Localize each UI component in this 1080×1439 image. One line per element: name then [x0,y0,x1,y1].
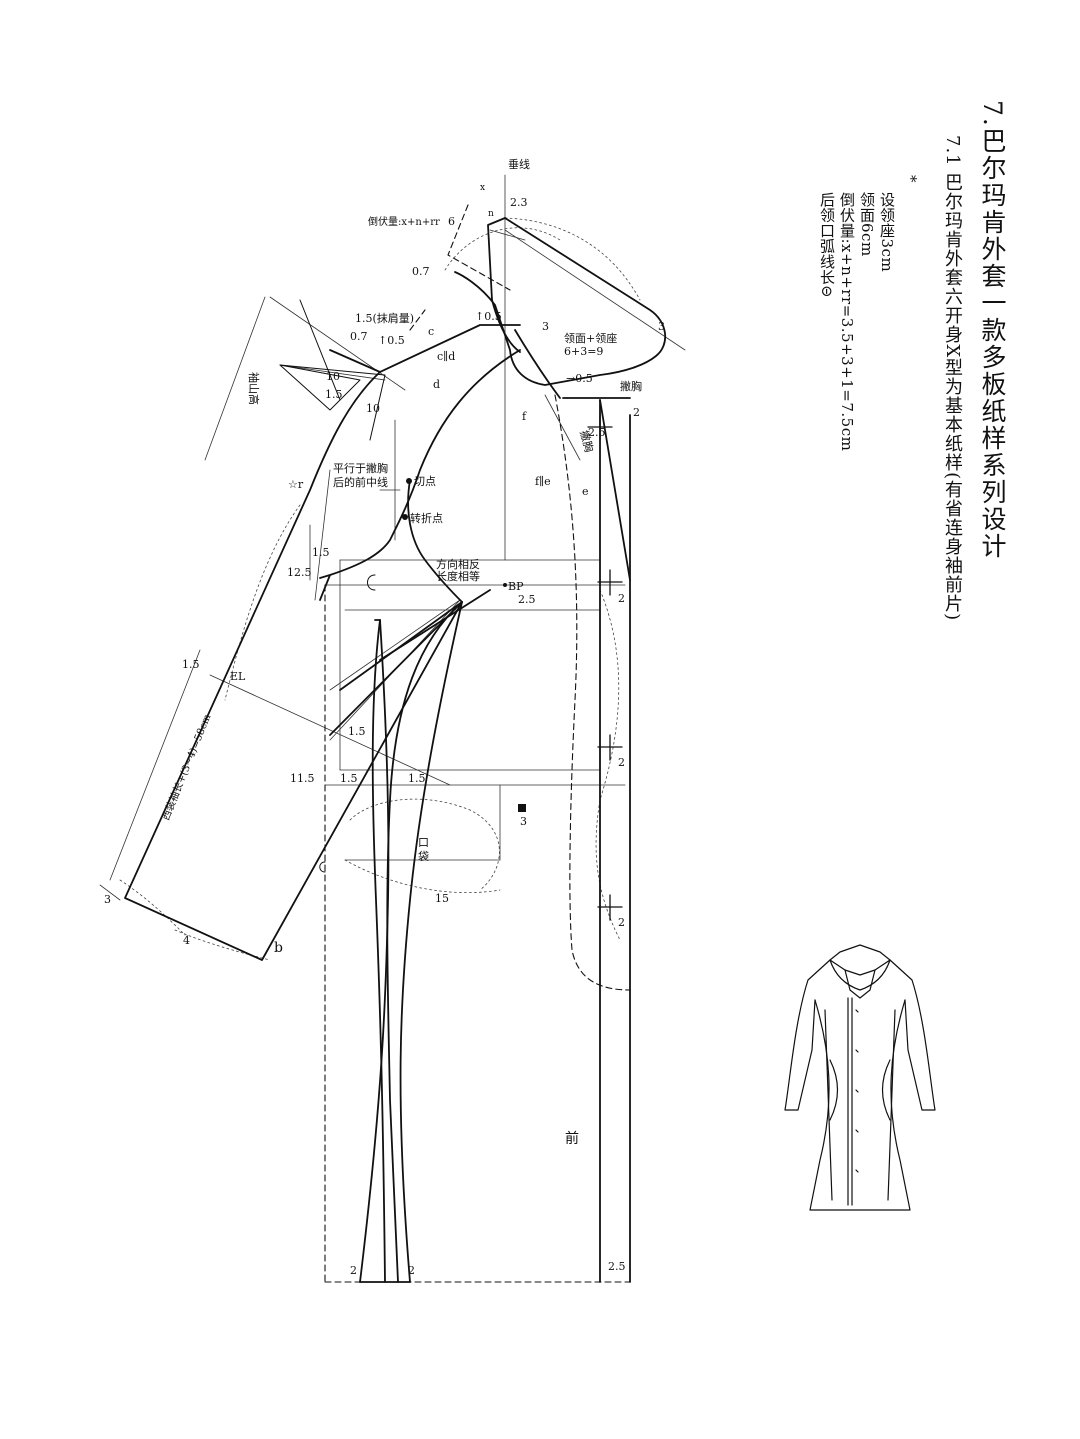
label-e: e [582,485,589,498]
label-3d: 3 [104,893,111,906]
label-b: b [274,940,283,956]
label-x: x [480,183,485,193]
note-star: * [902,175,920,183]
construction-lines [99,174,686,901]
points [402,478,526,812]
note-collar-fall: 领面6cm [858,192,876,257]
label-equal-length: 长度相等 [436,569,480,583]
label-10a: 10 [326,370,340,383]
label-0-5b: ↑0.5 [475,310,502,323]
label-1-5a: 1.5 [325,388,343,401]
label-2f: 2 [408,1264,415,1277]
label-el: EL [230,670,246,683]
label-f-par-e: f∥e [535,475,551,488]
label-dart: 撇胸 [577,429,596,454]
label-star-r: ☆r [288,478,304,491]
dotted-lines [119,217,641,961]
label-6: 6 [448,215,455,228]
label-10b: 10 [366,402,380,415]
label-1-5d: 1.5 [348,725,366,738]
label-pocket-1: 口 [418,836,429,849]
label-0-7b: 0.7 [350,330,368,343]
label-3b: 3 [658,320,665,333]
label-2d: 2 [618,916,625,929]
label-vertical-line: 垂线 [508,157,530,171]
coat-sketch [784,944,936,1211]
label-fall-amount: 倒伏量:x+n+rr [368,215,440,228]
label-bp: BP [508,580,524,593]
label-2-3: 2.3 [510,196,528,209]
label-parallel-line-2: 后的前中线 [333,475,388,489]
hook-marks [319,574,376,873]
label-parallel-line: 平行于撇胸 [333,461,388,475]
label-c: c [428,325,434,338]
label-15: 15 [435,892,449,905]
label-2a: 2 [633,406,640,419]
main-outlines [124,217,666,1283]
note-collar-stand: 设领座3cm [878,192,896,273]
label-0-7a: 0.7 [412,265,430,278]
label-2b: 2 [618,592,625,605]
label-c-par-d: c∥d [437,350,455,363]
label-4: 4 [183,934,190,947]
label-turn-point: 转折点 [410,511,443,525]
label-opposite-direction: 方向相反 [436,557,480,571]
label-2e: 2 [350,1264,357,1277]
label-cut-point: 切点 [414,475,436,488]
shoulder-darts [279,299,386,441]
label-11-5: 11.5 [290,772,315,785]
label-1-5b: 1.5 [312,546,330,559]
label-3a: 3 [542,320,549,333]
label-2c: 2 [618,756,625,769]
label-0-5c: →0.5 [566,372,593,385]
label-2-5a: 2.5 [588,426,606,439]
label-f: f [522,410,527,423]
note-back-neckline: 后领口弧线长⊝ [818,192,836,299]
note-fall-amount: 倒伏量:x+n+rr=3.5+3+1=7.5cm [838,192,856,452]
label-2-5c: 2.5 [608,1260,626,1273]
label-2-5b: 2.5 [518,593,536,606]
label-collar-sum: 领面+领座 [564,331,617,345]
label-1-5f: 1.5 [408,772,426,785]
label-n: n [488,209,494,219]
label-chest-shift: 撇胸 [620,379,642,393]
page-title: 7.巴尔玛肯外套一款多板纸样系列设计 [978,100,1007,560]
label-3c: 3 [520,815,527,828]
label-shoulder-ease: 1.5(抹肩量) [355,311,414,325]
label-1-5c: 1.5 [182,658,200,671]
label-front: 前 [565,1130,579,1147]
label-sleeve-length: 西装袖长+(3~4)=58cm [159,712,214,823]
page-subtitle: 7.1 巴尔玛肯外套六开身X型为基本纸样(有省连身袖前片) [942,135,963,622]
label-1-5e: 1.5 [340,772,358,785]
label-d: d [433,378,440,391]
label-collar-calc: 6+3=9 [564,345,603,358]
label-sleeve-cap: 袖山高 [247,372,261,405]
label-pocket-2: 袋 [418,849,429,863]
label-0-5a: ↑0.5 [378,334,405,347]
button-marks [587,414,623,921]
label-12-5: 12.5 [287,566,312,579]
